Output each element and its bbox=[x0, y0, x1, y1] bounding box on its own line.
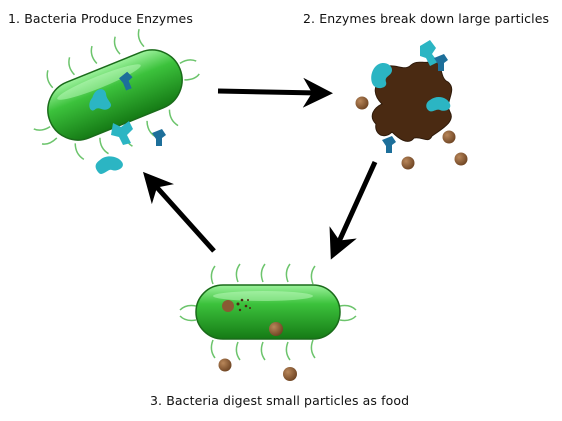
bacterium-producing-enzymes bbox=[33, 28, 200, 161]
flagella bbox=[33, 28, 200, 161]
bacterium-digesting-particles bbox=[179, 263, 357, 361]
step-1-label: 1. Bacteria Produce Enzymes bbox=[8, 11, 193, 26]
small-particles-released bbox=[355, 96, 468, 170]
cycle-arrows bbox=[142, 77, 378, 260]
arrow-step2-to-step3 bbox=[329, 160, 378, 260]
released-enzymes bbox=[95, 121, 166, 174]
arrow-step3-to-step1 bbox=[142, 171, 216, 253]
small-particles-near-bacterium bbox=[218, 358, 297, 381]
arrow-step1-to-step2 bbox=[217, 77, 333, 108]
large-particle-with-enzymes bbox=[371, 40, 453, 153]
step-3-label: 3. Bacteria digest small particles as fo… bbox=[150, 393, 410, 408]
flagella bbox=[179, 263, 357, 361]
step-2-label: 2. Enzymes break down large particles bbox=[303, 11, 550, 26]
